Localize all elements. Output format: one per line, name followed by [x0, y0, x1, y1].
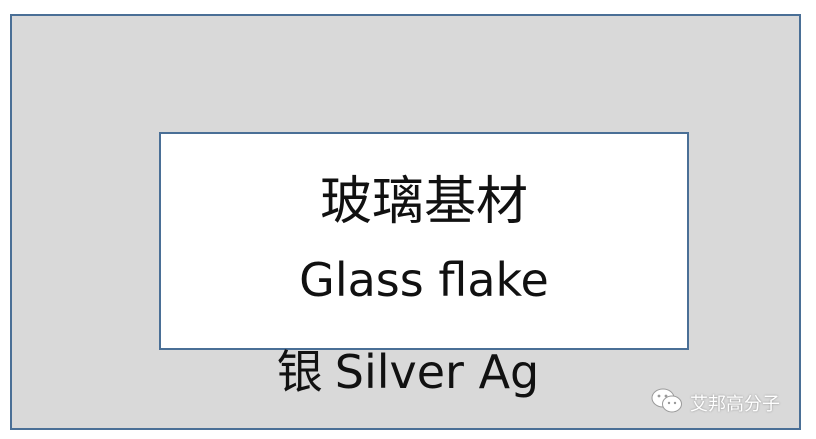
watermark-text: 艾邦高分子	[690, 394, 780, 415]
glass-flake-core: 玻璃基材 Glass flake	[159, 132, 689, 350]
glass-substrate-label-cn: 玻璃基材	[319, 172, 528, 232]
silver-coating-layer: 玻璃基材 Glass flake	[10, 14, 801, 430]
silver-label-cn: 银	[276, 345, 323, 399]
silver-label-en: Silver Ag	[334, 345, 540, 399]
watermark: 艾邦高分子	[650, 388, 780, 418]
wechat-icon	[650, 387, 684, 420]
glass-flake-label-en: Glass flake	[299, 253, 549, 307]
